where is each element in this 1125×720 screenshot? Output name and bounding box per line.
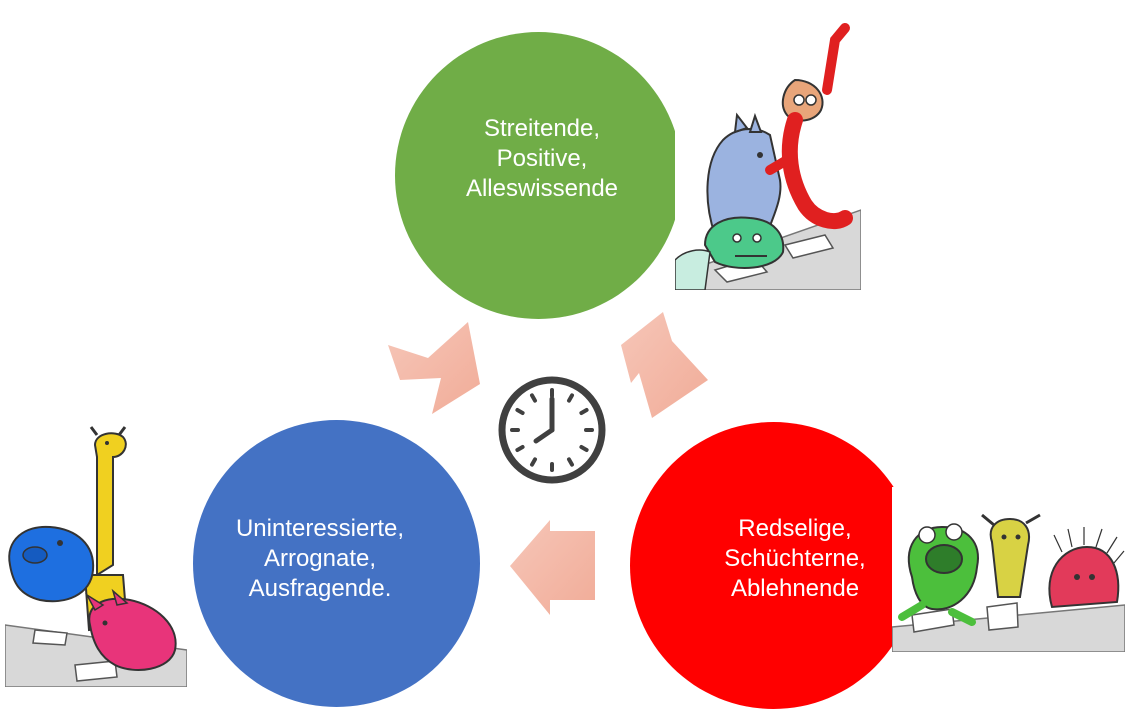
node-left-line-2: Arrognate, — [263, 545, 377, 572]
arrow-right-to-left — [510, 520, 595, 615]
node-circle-top — [395, 32, 682, 319]
node-text-left: Uninteressierte, Arrognate, Ausfragende. — [200, 514, 440, 604]
node-right-line-3: Ablehnende — [730, 575, 860, 602]
node-top-line-2: Positive, — [496, 145, 588, 172]
arrow-left-to-top — [388, 322, 480, 414]
arrow-top-to-right — [621, 312, 708, 418]
illustration-horse-monkey-bulldog — [675, 20, 861, 290]
node-top-line-3: Alleswissende — [465, 175, 619, 202]
node-right-line-1: Redselige, — [738, 515, 852, 542]
node-circle-left — [193, 420, 480, 707]
node-left-line-1: Uninteressierte, — [235, 515, 405, 542]
illustration-frog-goat-hedgehog — [892, 487, 1125, 652]
node-left-line-3: Ausfragende. — [248, 575, 392, 602]
node-circle-right — [630, 422, 917, 709]
illustration-hippo-giraffe-pig — [5, 425, 187, 687]
node-right-line-2: Schüchterne, — [724, 545, 866, 572]
node-text-top: Streitende, Positive, Alleswissende — [432, 114, 652, 204]
clock-icon — [498, 376, 606, 484]
node-text-right: Redselige, Schüchterne, Ablehnende — [670, 514, 920, 604]
node-top-line-1: Streitende, — [483, 115, 601, 142]
